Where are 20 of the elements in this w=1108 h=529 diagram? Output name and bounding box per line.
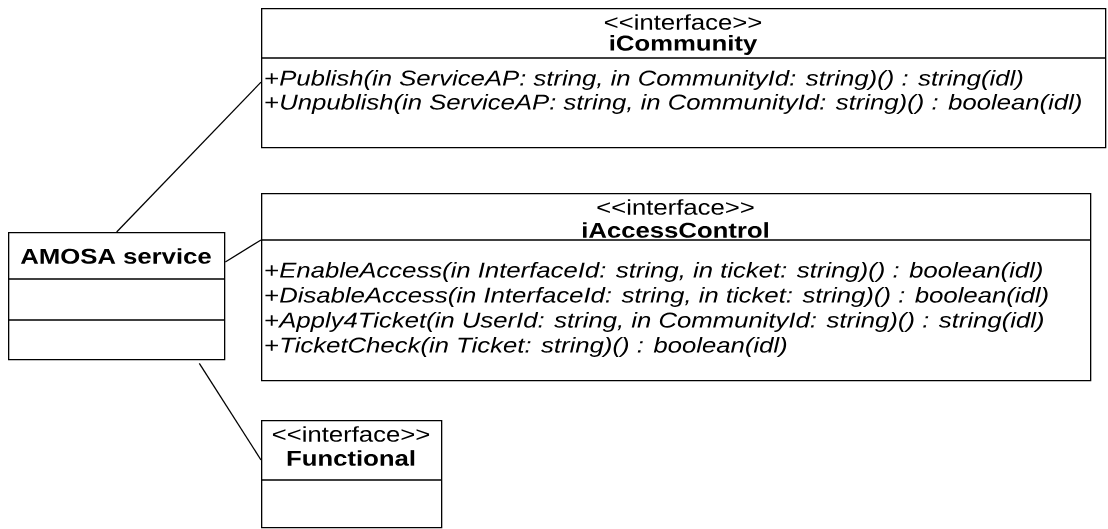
class-name: iCommunity: [610, 35, 758, 55]
association-line: [198, 362, 262, 461]
class-name: Functional: [287, 450, 415, 466]
method-signature: +Publish(in ServiceAP: string, in CommunityId: string)() : string(idl): [265, 70, 1023, 90]
method-signature: +DisableAccess(in InterfaceId: string, in ticket: string)() : boolean(idl): [265, 287, 1048, 307]
method-signature: +TicketCheck(in Ticket: string)() : boolean(idl): [265, 337, 787, 357]
stereotype-label: <<interface>>: [597, 199, 754, 215]
class-box: [260, 193, 1092, 382]
association-line: [116, 81, 262, 233]
class-name: AMOSA service: [20, 248, 211, 264]
association-line: [224, 239, 262, 263]
class-box: [260, 420, 443, 529]
stereotype-label: <<interface>>: [272, 426, 430, 442]
class-box: [7, 232, 226, 361]
method-signature: +Apply4Ticket(in UserId: string, in CommunityId: string)() : string(idl): [265, 312, 1043, 332]
stereotype-label: <<interface>>: [604, 14, 762, 30]
method-signature: +EnableAccess(in InterfaceId: string, in ticket: string)() : boolean(idl): [265, 262, 1042, 282]
class-box: [260, 8, 1107, 149]
method-signature: +Unpublish(in ServiceAP: string, in CommunityId: string)() : boolean(idl): [265, 94, 1081, 114]
class-name: iAccessControl: [583, 222, 768, 238]
